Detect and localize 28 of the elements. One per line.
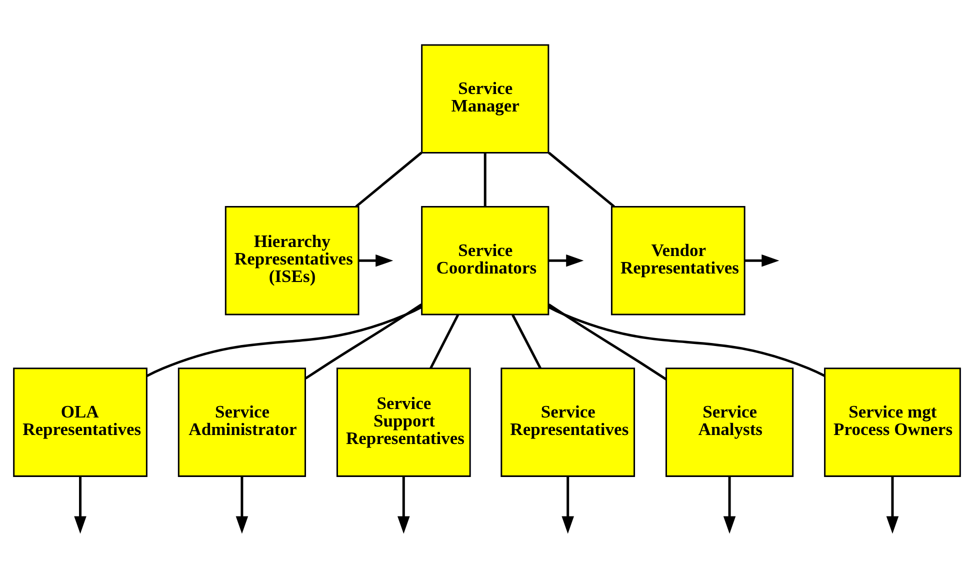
- arrow: [74, 476, 86, 534]
- node-box: Service Analysts: [665, 367, 794, 476]
- connector: [355, 151, 422, 208]
- node-box: Vendor Representatives: [610, 205, 746, 315]
- connector: [512, 314, 542, 368]
- arrow: [398, 476, 410, 534]
- arrow: [562, 476, 574, 534]
- arrow: [358, 254, 394, 266]
- node-box: Service Manager: [421, 44, 550, 154]
- node-box: Service Support Representatives: [336, 367, 471, 476]
- connector: [484, 152, 486, 206]
- connector: [548, 302, 667, 380]
- connector: [548, 305, 826, 377]
- node-box: OLA Representatives: [13, 367, 148, 476]
- node-box: Service Administrator: [178, 367, 306, 476]
- connector: [146, 305, 422, 377]
- node-box: Service Coordinators: [421, 205, 550, 315]
- node-box: Hierarchy Representatives (ISEs): [224, 205, 360, 315]
- node-box: Service Representatives: [500, 367, 636, 476]
- arrow: [744, 254, 780, 266]
- node-box: Service mgt Process Owners: [824, 367, 961, 476]
- arrow: [886, 476, 899, 534]
- connector: [304, 302, 422, 379]
- connector: [430, 314, 460, 368]
- connector: [548, 151, 615, 208]
- arrow: [236, 476, 248, 534]
- arrow: [548, 254, 584, 266]
- arrow: [723, 476, 736, 534]
